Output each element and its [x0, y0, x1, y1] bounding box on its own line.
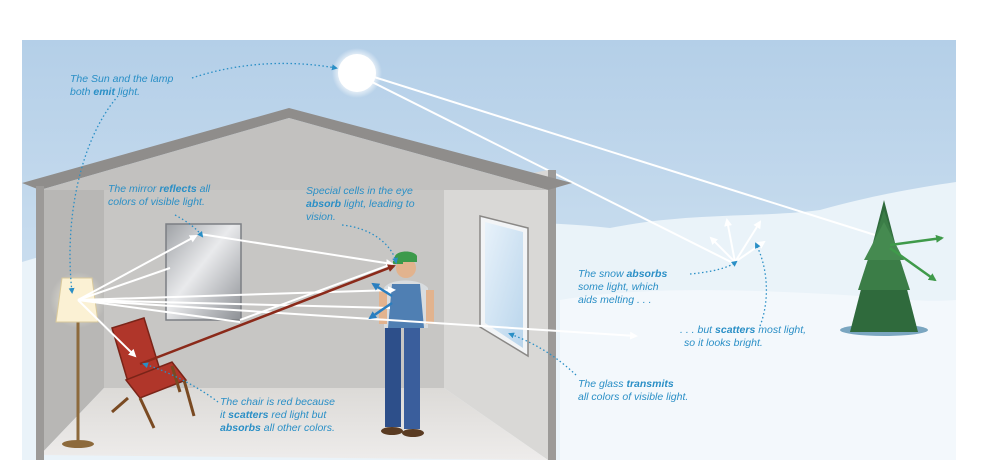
mirror-line-1-pre: The mirror — [108, 183, 159, 195]
chair-line-2: it scatters red light but — [220, 409, 335, 422]
chair-line-3: absorbs all other colors. — [220, 422, 335, 435]
scatter-annotation: . . . but scatters most light, so it loo… — [680, 324, 806, 350]
glass-line-1: The glass transmits — [578, 378, 688, 391]
emit-line-2-pre: both — [70, 86, 93, 98]
chair-absorbs-keyword: absorbs — [220, 422, 261, 434]
chair-annotation: The chair is red because it scatters red… — [220, 396, 335, 435]
absorbs-keyword: absorbs — [626, 268, 667, 280]
glass-line-1-pre: The glass — [578, 378, 626, 390]
scatter-line-1-pre: . . . but — [680, 324, 715, 336]
scatter-line-1-post: most light, — [755, 324, 806, 336]
eye-line-2: absorb light, leading to — [306, 198, 415, 211]
snow-line-3: aids melting . . . — [578, 294, 667, 307]
emit-line-1: The Sun and the lamp — [70, 73, 173, 86]
chair-line-2-post: red light but — [268, 409, 326, 421]
snow-annotation: The snow absorbs some light, which aids … — [578, 268, 667, 307]
snow-line-1: The snow absorbs — [578, 268, 667, 281]
mirror-line-1: The mirror reflects all — [108, 183, 210, 196]
scatter-line-2: so it looks bright. — [680, 337, 806, 350]
sun-icon — [338, 54, 376, 92]
chair-line-1: The chair is red because — [220, 396, 335, 409]
mirror-line-1-post: all — [197, 183, 210, 195]
absorb-keyword: absorb — [306, 198, 341, 210]
eye-annotation: Special cells in the eye absorb light, l… — [306, 185, 415, 224]
chair-line-2-pre: it — [220, 409, 228, 421]
eye-line-3: vision. — [306, 211, 415, 224]
chair-line-3-post: all other colors. — [261, 422, 335, 434]
mirror-annotation: The mirror reflects all colors of visibl… — [108, 183, 210, 209]
eye-line-2-post: light, leading to — [341, 198, 415, 210]
snow-line-1-pre: The snow — [578, 268, 626, 280]
transmits-keyword: transmits — [626, 378, 673, 390]
glass-line-2: all colors of visible light. — [578, 391, 688, 404]
scatters-keyword: scatters — [715, 324, 755, 336]
glass-annotation: The glass transmits all colors of visibl… — [578, 378, 688, 404]
emit-keyword: emit — [93, 86, 115, 98]
scatter-line-1: . . . but scatters most light, — [680, 324, 806, 337]
house-left-post — [36, 186, 44, 460]
reflects-keyword: reflects — [159, 183, 196, 195]
mirror-line-2: colors of visible light. — [108, 196, 210, 209]
emit-line-2: both emit light. — [70, 86, 173, 99]
house-side-wall — [548, 170, 556, 460]
emit-line-2-post: light. — [115, 86, 140, 98]
eye-line-1: Special cells in the eye — [306, 185, 415, 198]
chair-scatters-keyword: scatters — [228, 409, 268, 421]
snow-line-2: some light, which — [578, 281, 667, 294]
emit-annotation: The Sun and the lamp both emit light. — [70, 73, 173, 99]
